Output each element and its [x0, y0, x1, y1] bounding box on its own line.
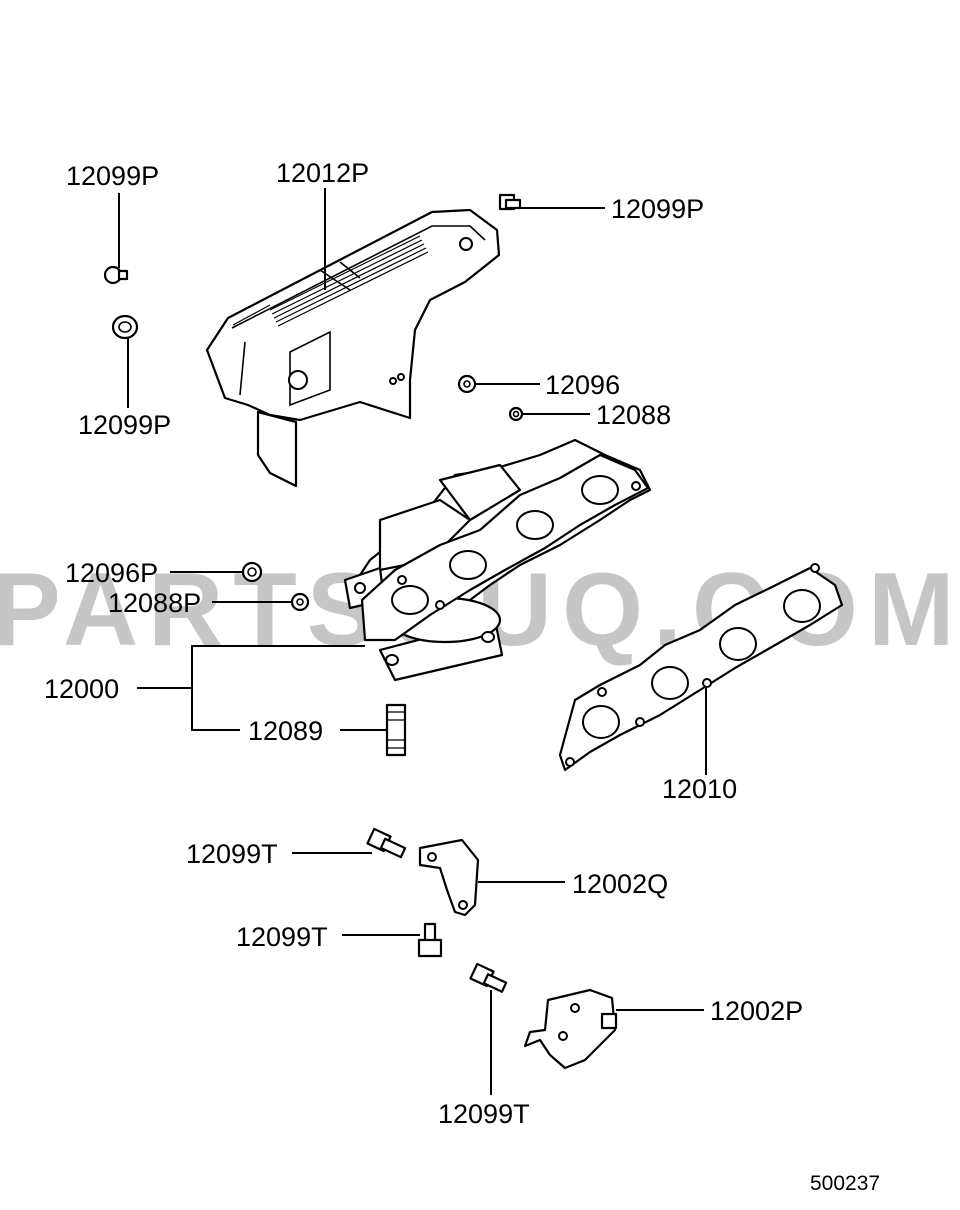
nut-12096[interactable] [457, 374, 477, 394]
label-12002p[interactable]: 12002P [710, 996, 803, 1026]
bolt-12099t-lower[interactable] [469, 962, 508, 993]
part-labels: 12099P 12012P 12099P 12099P 12096 12088 … [44, 158, 803, 1129]
bolt-12099t-middle[interactable] [417, 922, 443, 958]
bracket-12002q[interactable] [418, 838, 480, 917]
bolt-12099t-upper[interactable] [366, 827, 407, 859]
label-12002q[interactable]: 12002Q [572, 869, 668, 899]
gasket-12010[interactable] [558, 563, 844, 772]
label-12088[interactable]: 12088 [596, 400, 671, 430]
diagram-id: 500237 [810, 1172, 880, 1195]
label-12099p-top-left[interactable]: 12099P [66, 161, 159, 191]
label-12099p-top-right[interactable]: 12099P [611, 194, 704, 224]
leader-lines [118, 188, 707, 1095]
label-12096[interactable]: 12096 [545, 370, 620, 400]
washer-12088p[interactable] [290, 592, 310, 612]
heat-shield-12012p[interactable] [205, 208, 501, 488]
label-12099t-upper[interactable]: 12099T [186, 839, 278, 869]
nut-12099p-left[interactable] [111, 314, 139, 340]
label-12096p[interactable]: 12096P [65, 558, 158, 588]
nut-12096p[interactable] [241, 561, 263, 583]
label-12000[interactable]: 12000 [44, 674, 119, 704]
stud-12089[interactable] [385, 703, 407, 757]
bolt-12099p-top-right[interactable] [498, 193, 522, 211]
label-12099t-middle[interactable]: 12099T [236, 922, 328, 952]
label-12088p[interactable]: 12088P [108, 588, 201, 618]
label-12012p[interactable]: 12012P [276, 158, 369, 188]
washer-12088[interactable] [508, 406, 524, 422]
bracket-12002p[interactable] [523, 988, 618, 1070]
label-12089[interactable]: 12089 [248, 716, 323, 746]
exhaust-manifold-12000[interactable] [343, 438, 652, 682]
label-12010[interactable]: 12010 [662, 774, 737, 804]
bolt-12099p-top-left[interactable] [103, 265, 129, 285]
label-12099t-lower[interactable]: 12099T [438, 1099, 530, 1129]
label-12099p-left[interactable]: 12099P [78, 410, 171, 440]
